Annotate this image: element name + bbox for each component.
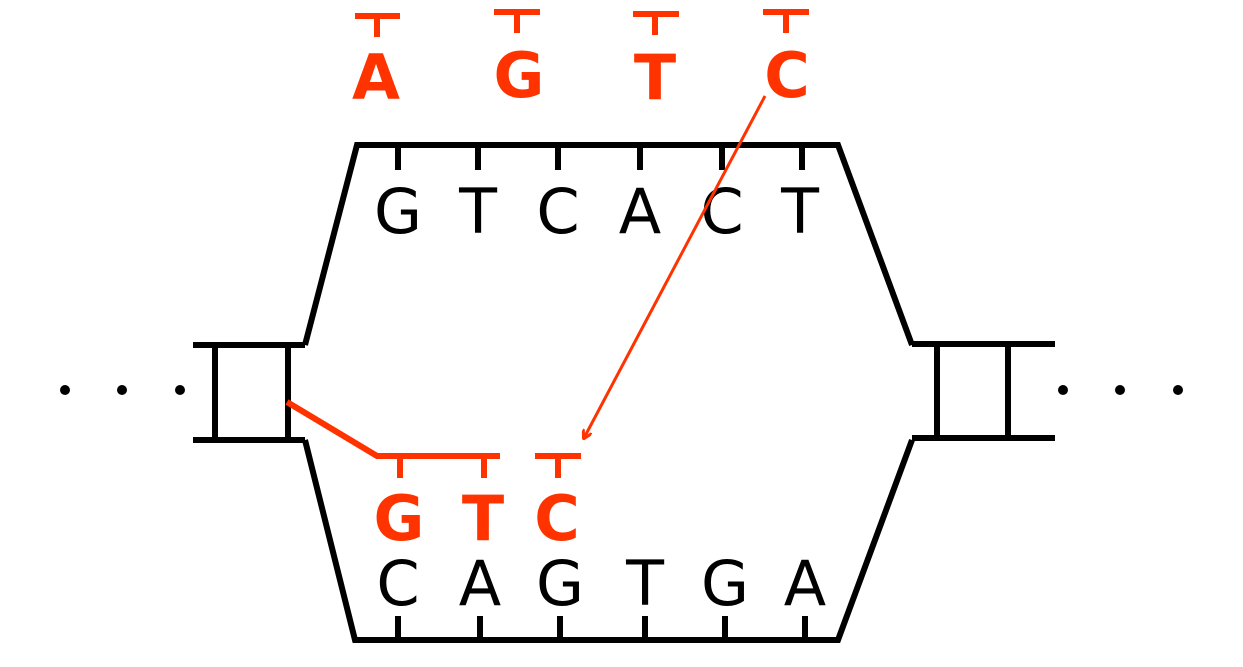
free-nucleotides: A G T C [352, 9, 810, 114]
new-strand: G T C [285, 399, 581, 555]
base-letter: G [701, 547, 749, 620]
base-letter: A [619, 175, 661, 248]
nucleotide-letter: T [462, 482, 504, 555]
left-duplex-segment [193, 342, 305, 443]
bottom-strand-bases: C A G T G A [376, 547, 826, 620]
bottom-template-strand [302, 438, 915, 643]
base-letter: A [459, 547, 501, 620]
top-strand-bases: G T C A C T [374, 175, 820, 248]
nucleotide-letter: T [634, 41, 676, 114]
continuation-dots-left [60, 385, 185, 395]
new-strand-backbone [285, 399, 581, 478]
base-letter: C [536, 175, 579, 248]
base-letter: A [784, 547, 826, 620]
base-letter: C [376, 547, 419, 620]
nucleotide-letter: C [764, 39, 810, 112]
base-letter: T [780, 175, 820, 248]
base-letter: T [458, 175, 498, 248]
continuation-dots-right [1058, 385, 1183, 395]
nucleotide-letter: G [494, 39, 545, 112]
nucleotide-letter: G [374, 482, 425, 555]
base-letter: C [700, 175, 743, 248]
top-template-strand [302, 142, 915, 347]
nucleotide-letter: A [352, 41, 400, 114]
right-duplex-segment [912, 341, 1055, 441]
pairing-arrow [584, 95, 767, 438]
base-letter: G [536, 547, 584, 620]
base-letter: G [374, 175, 422, 248]
base-letter: T [625, 547, 665, 620]
nucleotide-letter: C [534, 482, 580, 555]
nucleotide-marker [355, 9, 809, 37]
